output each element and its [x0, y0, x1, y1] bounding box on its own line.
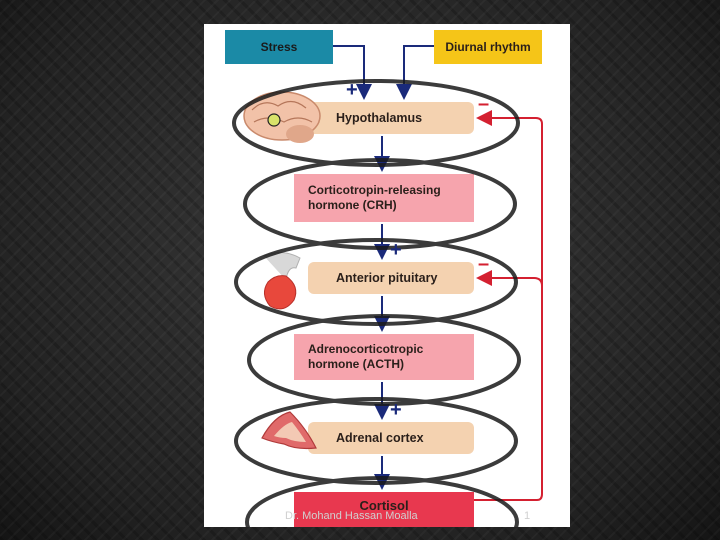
footer-page-number: 1 — [524, 510, 531, 522]
highlight-ellipse-adrenal — [234, 397, 518, 485]
feedback-to-pituitary-arrow — [476, 270, 543, 287]
stimulation-sign-pituitary: + — [390, 239, 402, 261]
diagram-graphics — [232, 45, 543, 527]
highlight-ellipse-hypothalamus — [232, 79, 520, 167]
hypothalamus-label: Hypothalamus — [336, 111, 423, 125]
acth-box: Adrenocorticotropic hormone (ACTH) — [294, 334, 474, 380]
hpa-axis-figure: Stress Diurnal rhythm Hypothalamus Corti… — [204, 24, 570, 527]
stress-box: Stress — [225, 30, 333, 64]
pituitary-illustration — [263, 252, 301, 310]
highlight-ellipse-crh — [243, 158, 517, 250]
adrenal-illustration — [261, 411, 317, 450]
diurnal-rhythm-box: Diurnal rhythm — [434, 30, 542, 64]
crh-box: Corticotropin-releasing hormone (CRH) — [294, 174, 474, 222]
feedback-to-hypothalamus-arrow — [474, 110, 543, 501]
stimulation-sign-adrenal: + — [390, 399, 402, 421]
cortisol-box: Cortisol — [294, 492, 474, 527]
adrenal-cortex-box: Adrenal cortex — [308, 422, 474, 454]
inhibition-sign-hypothalamus: – — [478, 93, 490, 115]
diurnal-rhythm-label: Diurnal rhythm — [445, 40, 531, 54]
cortisol-label: Cortisol — [359, 498, 409, 513]
anterior-pituitary-box: Anterior pituitary — [308, 262, 474, 294]
highlight-ellipse-acth — [247, 314, 521, 406]
crh-label: Corticotropin-releasing hormone (CRH) — [308, 183, 441, 212]
adrenal-cortex-label: Adrenal cortex — [336, 431, 424, 445]
highlight-ellipse-cortisol — [245, 476, 519, 527]
anterior-pituitary-label: Anterior pituitary — [336, 271, 438, 285]
acth-label: Adrenocorticotropic hormone (ACTH) — [308, 342, 424, 371]
brain-illustration — [243, 91, 321, 143]
stimulation-sign-hypothalamus: + — [346, 79, 358, 101]
diurnal-arrow — [396, 45, 434, 100]
highlight-ellipse-pituitary — [234, 238, 518, 326]
inhibition-sign-pituitary: – — [478, 253, 490, 275]
stress-label: Stress — [260, 40, 298, 54]
hypothalamus-box: Hypothalamus — [308, 102, 474, 134]
highlight-ellipses — [232, 79, 521, 527]
footer-author: Dr. Mohand Hassan Moalla — [285, 510, 418, 522]
